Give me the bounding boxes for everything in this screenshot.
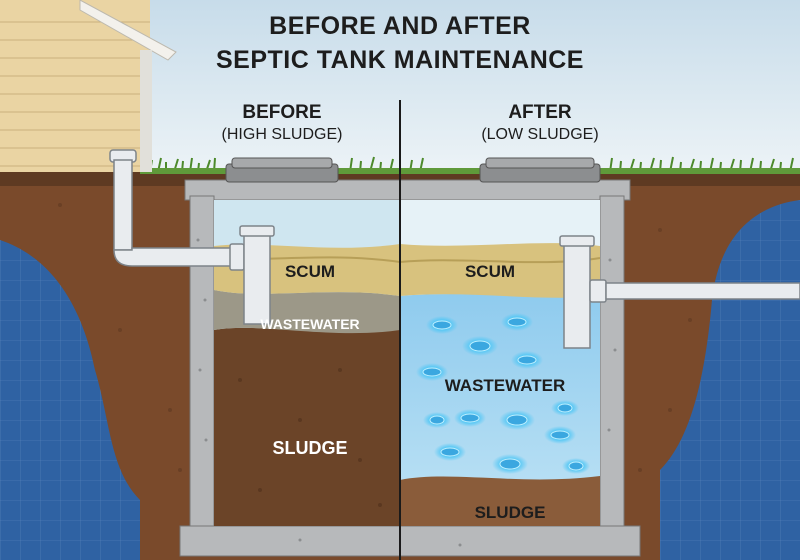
- bacteria-cluster: [416, 313, 590, 474]
- before-heading: BEFORE: [242, 102, 322, 123]
- before-subheading: (HIGH SLUDGE): [221, 126, 343, 143]
- page-title-line-2: SEPTIC TANK MAINTENANCE: [216, 46, 584, 74]
- after-subheading: (LOW SLUDGE): [481, 126, 599, 143]
- outlet-pipe: [559, 235, 800, 349]
- after-heading: AFTER: [508, 102, 572, 123]
- before-scum-label: SCUM: [284, 262, 336, 281]
- after-scum-label: SCUM: [464, 262, 516, 281]
- page-title-line-1: BEFORE AND AFTER: [269, 12, 531, 40]
- before-wastewater-label: WASTEWATER: [260, 316, 360, 332]
- after-wastewater-label: WASTEWATER: [444, 376, 566, 395]
- house: [0, 0, 177, 172]
- after-sludge-label: SLUDGE: [474, 503, 546, 522]
- before-sludge-label: SLUDGE: [272, 438, 348, 458]
- inlet-pipe: [109, 149, 275, 325]
